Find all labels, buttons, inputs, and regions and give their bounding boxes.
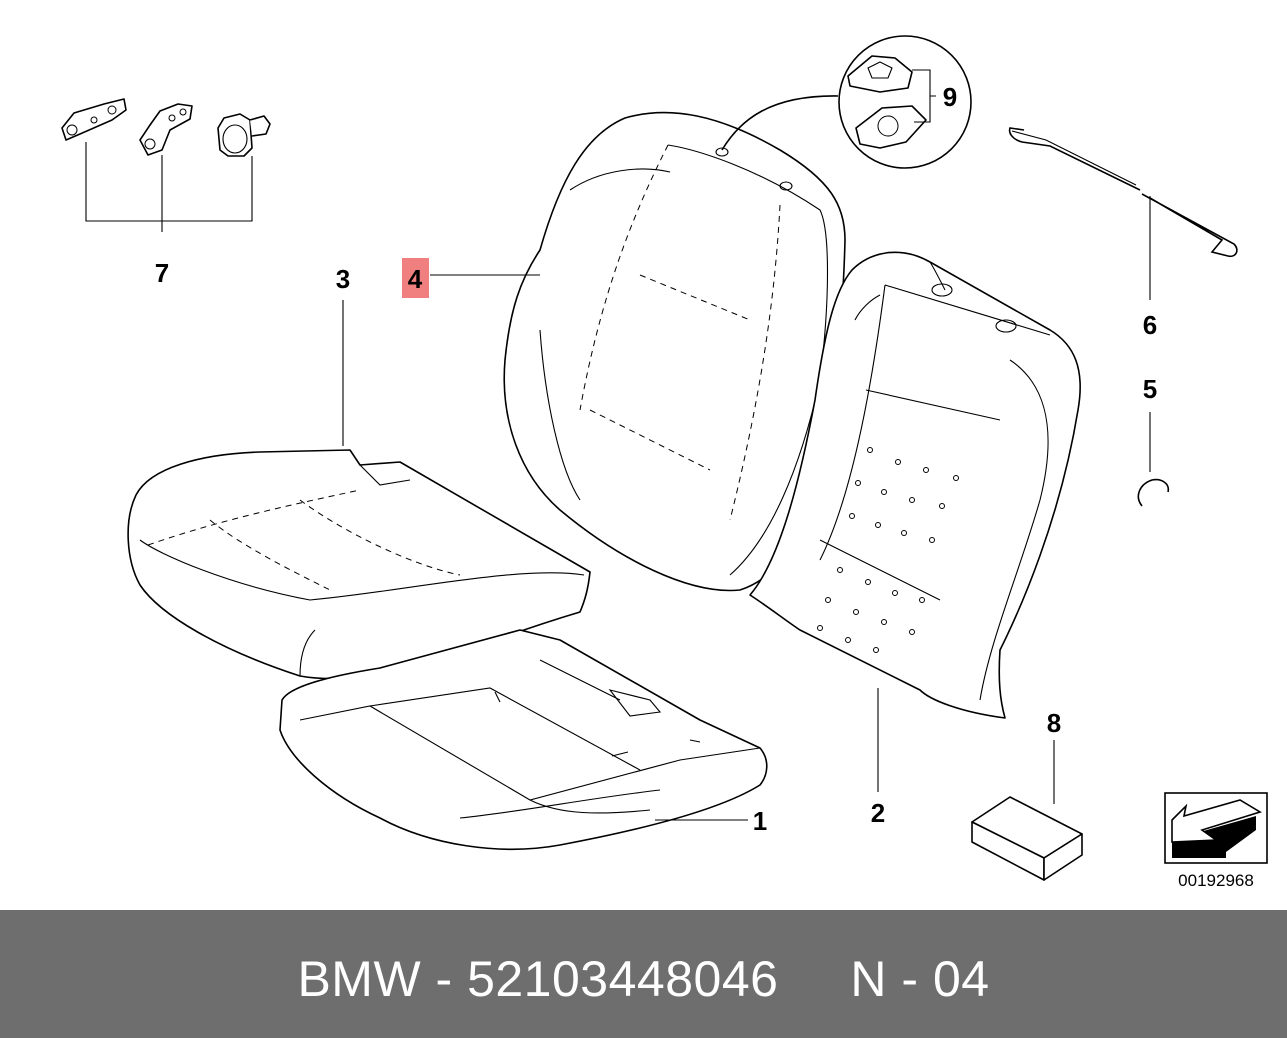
leader-7 [85, 142, 253, 232]
part-7-bolt [217, 113, 271, 157]
callout-5: 5 [1143, 374, 1157, 404]
part-6-wire [1008, 127, 1238, 258]
part-4-backrest-cover [503, 111, 846, 592]
backrest-pad-holes [817, 447, 959, 653]
part-1-seat-pad [279, 629, 768, 850]
part-5-clip [1137, 478, 1170, 507]
footer-part-number: BMW - 52103448046 N - 04 [297, 951, 990, 1007]
callout-4-highlight [402, 258, 429, 298]
callout-1: 1 [753, 806, 767, 836]
callout-2: 2 [871, 798, 885, 828]
part-3-seat-cover [127, 449, 591, 680]
callout-3: 3 [336, 264, 350, 294]
part-8-foam-block [971, 796, 1083, 881]
callout-8: 8 [1047, 708, 1061, 738]
callout-7: 7 [155, 258, 169, 288]
callout-6: 6 [1143, 310, 1157, 340]
part-9-detail-circle [721, 35, 972, 169]
direction-arrow-icon [1164, 792, 1268, 864]
callout-4: 4 [408, 264, 423, 294]
catalog-number: 00192968 [1178, 871, 1254, 890]
part-2-backrest-pad [749, 251, 1081, 719]
parts-diagram: 7 3 1 4 [61, 35, 1268, 890]
footer-bar: BMW - 52103448046 N - 04 [0, 910, 1287, 1038]
callout-9: 9 [943, 82, 957, 112]
part-7-brackets [61, 98, 193, 156]
